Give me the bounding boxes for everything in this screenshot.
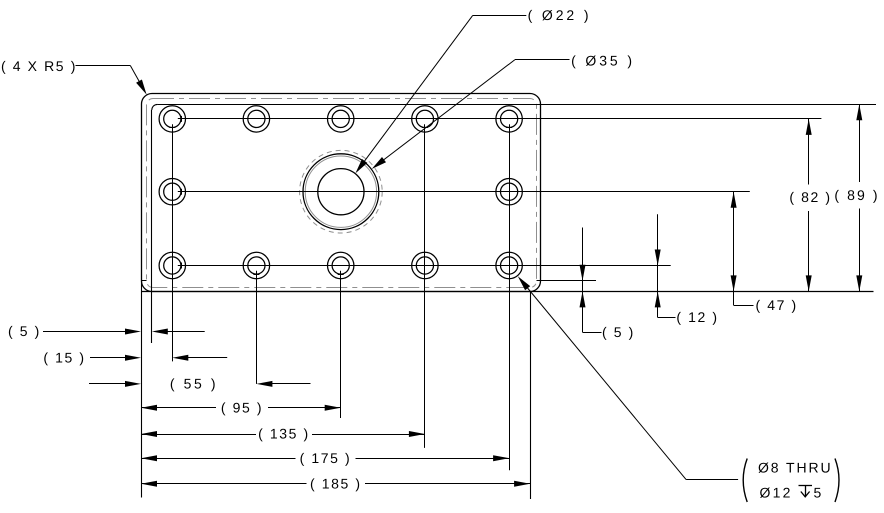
svg-text:( 47 ): ( 47 ) [755,297,797,313]
svg-text:( 82 ): ( 82 ) [789,189,831,205]
svg-text:( Ø35 ): ( Ø35 ) [571,53,635,69]
svg-text:( 89 ): ( 89 ) [834,187,879,203]
svg-text:( 175 ): ( 175 ) [300,450,352,466]
svg-text:Ø12: Ø12 [760,485,793,501]
svg-text:( 12 ): ( 12 ) [676,309,718,325]
svg-text:( 5 ): ( 5 ) [602,324,635,340]
svg-text:Ø8 THRU: Ø8 THRU [758,459,833,475]
svg-text:( 5 ): ( 5 ) [8,323,41,339]
svg-text:( 95 ): ( 95 ) [221,399,263,415]
svg-text:5: 5 [814,485,823,501]
svg-text:( 15 ): ( 15 ) [43,349,85,365]
svg-text:( 4 X R5 ): ( 4 X R5 ) [1,58,77,74]
svg-text:( Ø22 ): ( Ø22 ) [528,7,592,23]
svg-text:( 185 ): ( 185 ) [310,475,362,491]
svg-text:( 135 ): ( 135 ) [258,426,310,442]
svg-text:( 55 ): ( 55 ) [170,376,218,392]
